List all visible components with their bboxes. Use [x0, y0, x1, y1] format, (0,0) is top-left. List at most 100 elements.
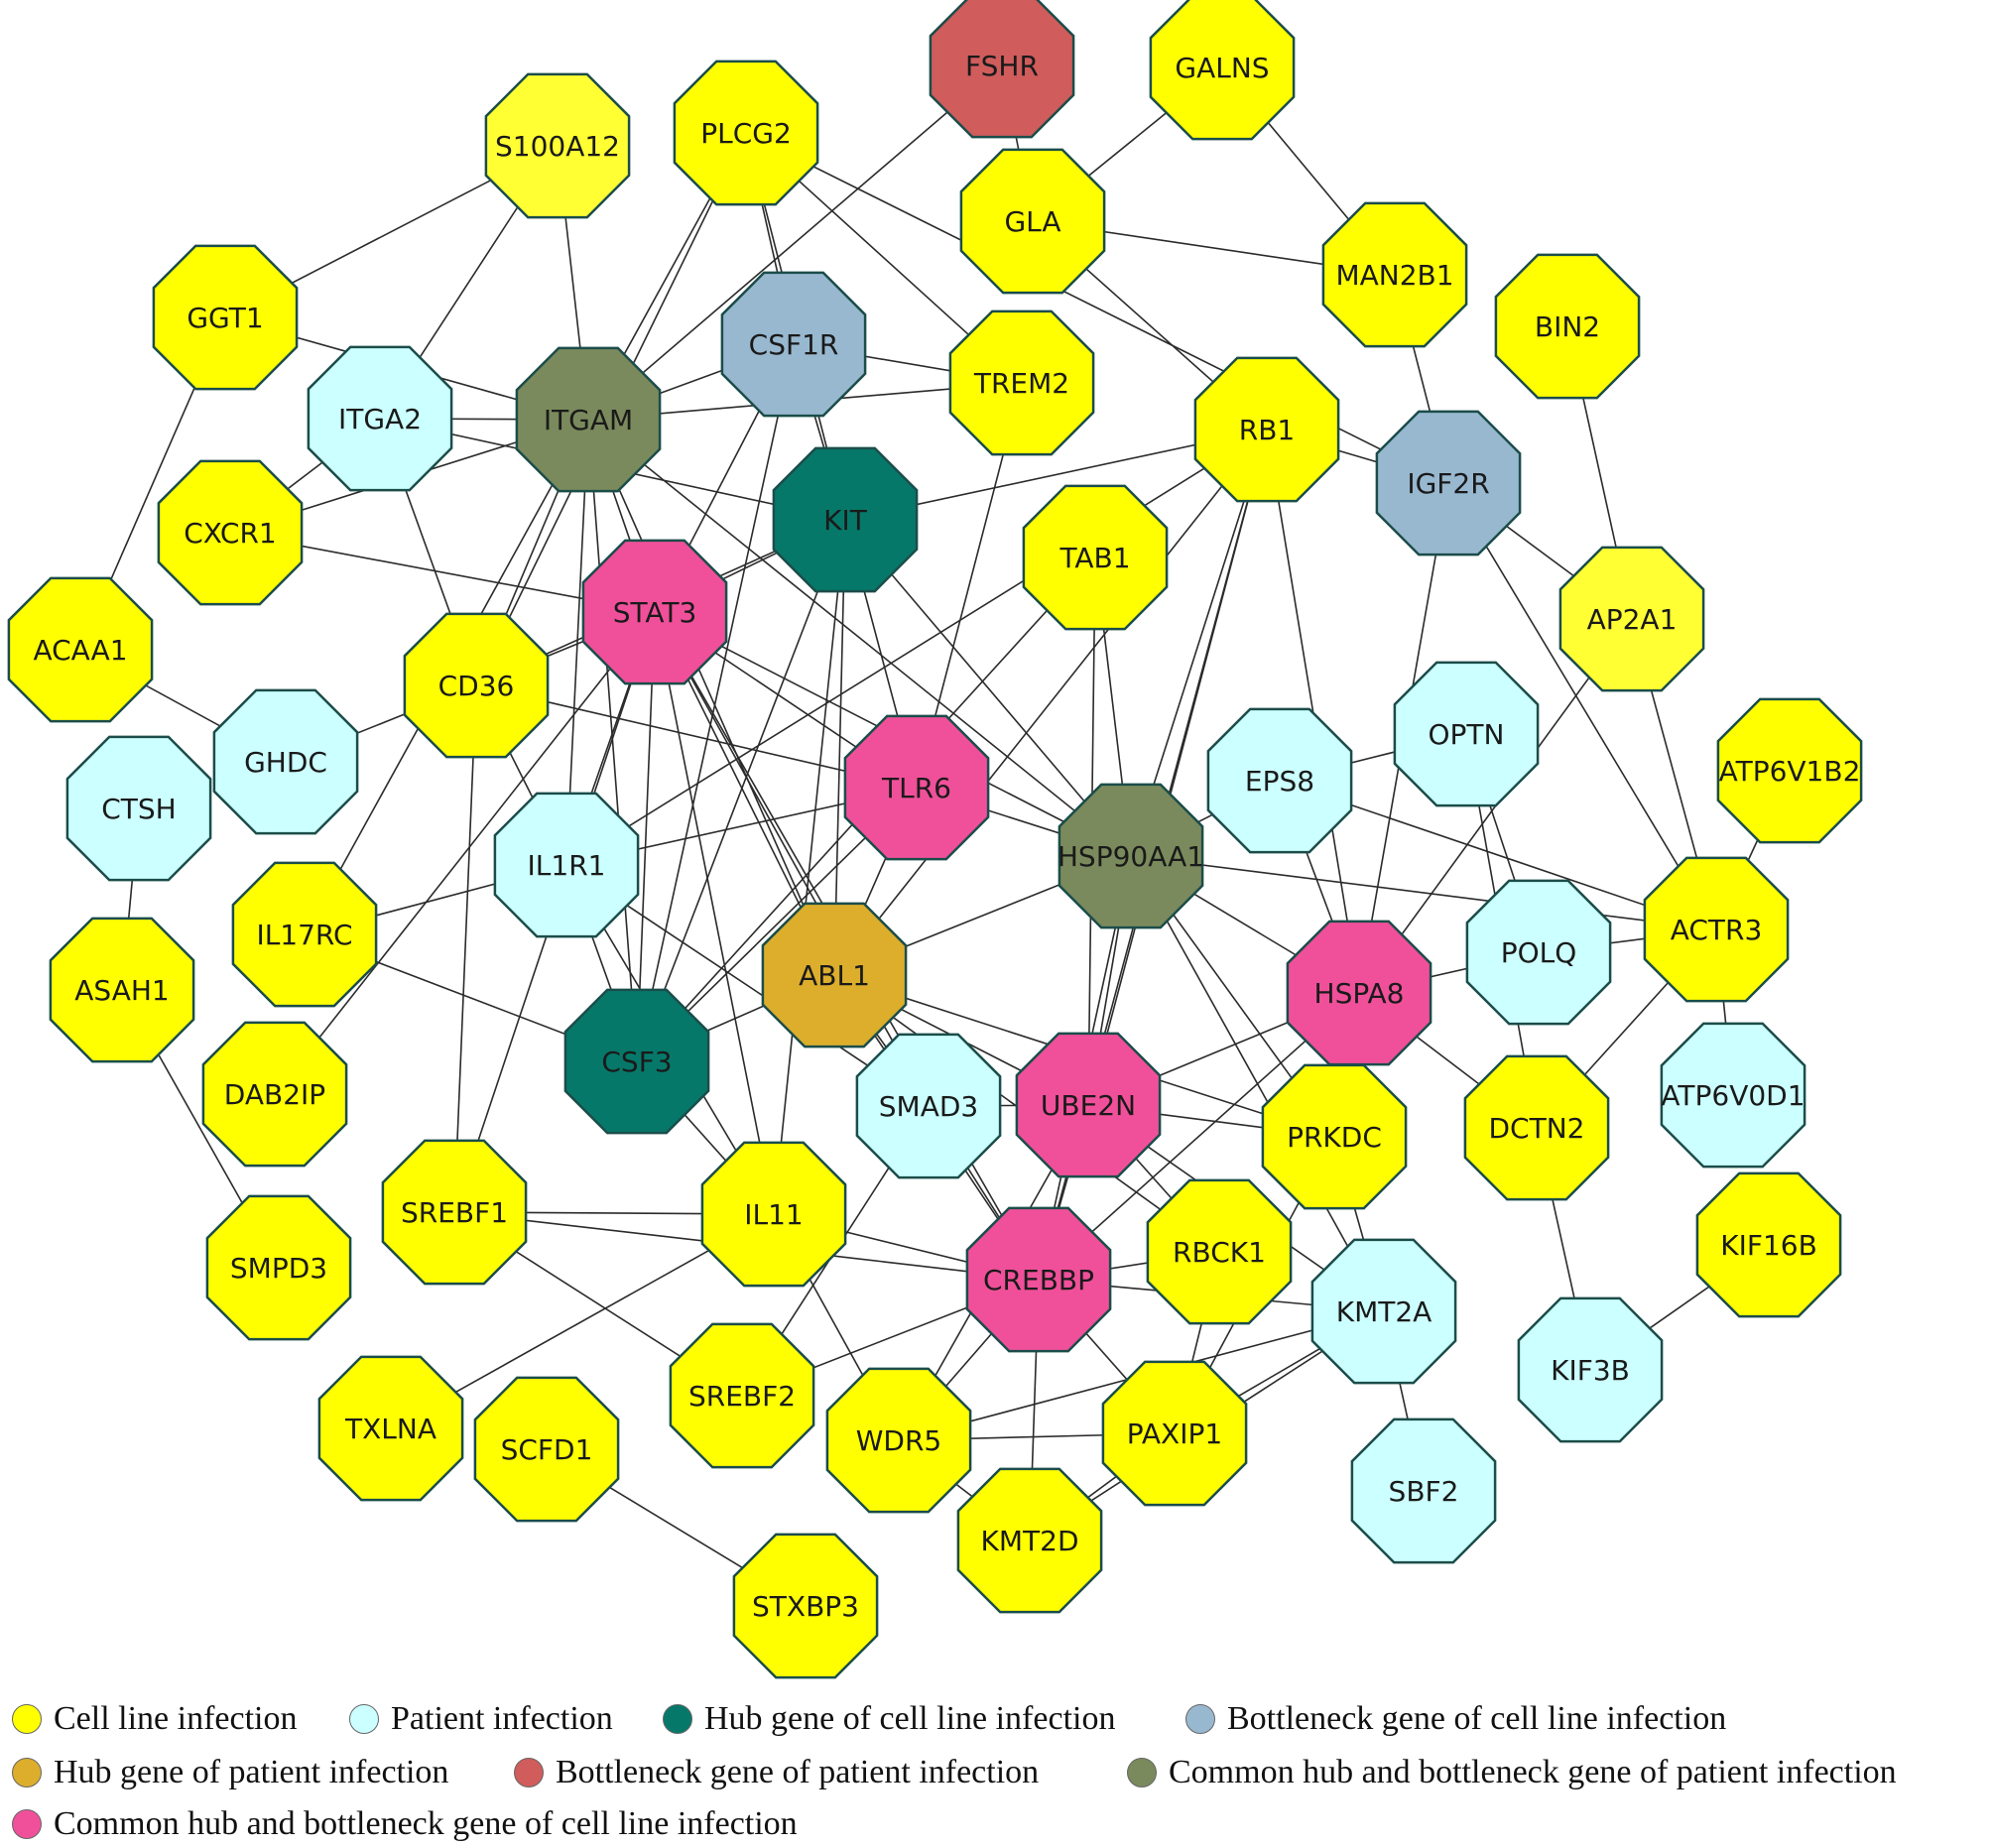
edge-itgam-hsp90aa1 [587, 419, 1132, 857]
legend-item-common-cell-line: Common hub and bottleneck gene of cell l… [12, 1804, 798, 1844]
node-shape [65, 735, 212, 882]
node-label: DCTN2 [1489, 1112, 1585, 1145]
node-label: ABL1 [799, 959, 870, 992]
legend-label: Cell line infection [54, 1700, 298, 1737]
node-label: STAT3 [613, 596, 697, 629]
node-shape [929, 0, 1075, 139]
node-label: ACAA1 [33, 634, 127, 667]
node-actr3: ACTR3 [1643, 856, 1790, 1003]
node-shape [1022, 484, 1169, 631]
node-label: TLR6 [881, 772, 951, 804]
edge-rb1-abl1 [833, 429, 1268, 976]
edge-rb1-il1r1 [565, 429, 1268, 866]
node-shape [965, 1206, 1112, 1353]
node-label: EPS8 [1245, 765, 1314, 798]
node-srebf2: SREBF2 [669, 1322, 815, 1469]
node-shape [1286, 920, 1432, 1066]
legend-item-hub-cell-line: Hub gene of cell line infection [663, 1699, 1115, 1739]
node-il11: IL11 [700, 1141, 847, 1288]
legend-swatch [663, 1704, 692, 1734]
node-shape [1494, 253, 1641, 400]
node-shape [1695, 1171, 1842, 1318]
node-ube2n: UBE2N [1015, 1032, 1162, 1178]
node-optn: OPTN [1393, 661, 1540, 807]
node-shape [1015, 1032, 1162, 1178]
node-eps8: EPS8 [1206, 707, 1353, 854]
node-paxip1: PAXIP1 [1101, 1360, 1248, 1507]
node-label: WDR5 [856, 1424, 942, 1457]
node-label: TXLNA [344, 1413, 436, 1445]
edge-csf1r-csf3 [636, 343, 795, 1062]
node-label: OPTN [1429, 718, 1505, 751]
node-label: SREBF2 [688, 1380, 796, 1413]
node-tab1: TAB1 [1022, 484, 1169, 631]
node-label: KIF3B [1551, 1354, 1630, 1387]
node-wdr5: WDR5 [825, 1367, 972, 1514]
node-label: IL1R1 [528, 849, 606, 882]
legend-label: Common hub and bottleneck gene of patien… [1169, 1754, 1897, 1790]
node-label: SCFD1 [501, 1433, 593, 1466]
edge-itgam-il1r1 [565, 419, 589, 866]
node-srebf1: SREBF1 [381, 1139, 528, 1286]
legend-item-bottleneck-patient: Bottleneck gene of patient infection [514, 1753, 1039, 1792]
edge-kit-il11 [773, 519, 846, 1215]
edge-hsp90aa1-actr3 [1130, 855, 1717, 930]
edge-cd36-tlr6 [475, 684, 918, 789]
node-shape [484, 72, 631, 219]
node-prkdc: PRKDC [1261, 1063, 1408, 1210]
node-plcg2: PLCG2 [673, 60, 819, 206]
node-label: KIT [823, 504, 868, 537]
node-shape [1206, 707, 1353, 854]
node-shape [317, 1355, 464, 1502]
node-shape [493, 792, 640, 938]
legend-label: Hub gene of patient infection [54, 1754, 449, 1790]
node-shape [157, 459, 304, 606]
node-label: PLCG2 [700, 117, 792, 150]
node-gla: GLA [959, 148, 1106, 295]
legend-label: Common hub and bottleneck gene of cell l… [54, 1805, 798, 1842]
node-label: SMAD3 [879, 1090, 978, 1123]
node-il17rc: IL17RC [231, 861, 378, 1008]
node-label: CXCR1 [184, 517, 277, 550]
node-shape [1558, 546, 1705, 692]
node-label: HSP90AA1 [1058, 840, 1204, 873]
node-shape [205, 1194, 352, 1341]
node-igf2r: IGF2R [1375, 410, 1522, 556]
node-hsp90aa1: HSP90AA1 [1058, 783, 1204, 929]
node-label: GGT1 [187, 302, 263, 334]
node-label: STXBP3 [752, 1590, 859, 1623]
node-ggt1: GGT1 [152, 244, 299, 391]
node-crebbp: CREBBP [965, 1206, 1112, 1353]
edge-stat3-il11 [654, 611, 775, 1215]
node-shape [1393, 661, 1540, 807]
node-label: CSF3 [601, 1046, 672, 1078]
node-shape [1058, 783, 1204, 929]
edge-kit-hsp90aa1 [844, 519, 1132, 857]
node-trem2: TREM2 [948, 309, 1095, 456]
node-shape [1321, 201, 1468, 348]
node-label: KMT2A [1336, 1295, 1432, 1328]
node-tlr6: TLR6 [843, 714, 990, 861]
node-shape [956, 1467, 1103, 1614]
node-label: AP2A1 [1587, 603, 1678, 636]
node-label: IL17RC [256, 919, 352, 951]
node-csf3: CSF3 [563, 988, 710, 1135]
legend-item-common-patient: Common hub and bottleneck gene of patien… [1127, 1753, 1897, 1792]
node-shape [473, 1376, 620, 1523]
node-atp6v1b2: ATP6V1B2 [1716, 697, 1863, 844]
node-s100a12: S100A12 [484, 72, 631, 219]
edge-kit-csf3 [636, 519, 846, 1062]
legend-swatch [12, 1704, 42, 1734]
node-ap2a1: AP2A1 [1558, 546, 1705, 692]
node-shape [403, 612, 550, 759]
node-shape [700, 1141, 847, 1288]
legend-label: Patient infection [391, 1700, 613, 1737]
node-shape [1375, 410, 1522, 556]
node-shape [1149, 0, 1296, 141]
node-shape [855, 1033, 1002, 1179]
node-shape [761, 902, 908, 1048]
node-shape [1146, 1178, 1293, 1325]
node-label: HSPA8 [1314, 977, 1405, 1010]
node-smad3: SMAD3 [855, 1033, 1002, 1179]
